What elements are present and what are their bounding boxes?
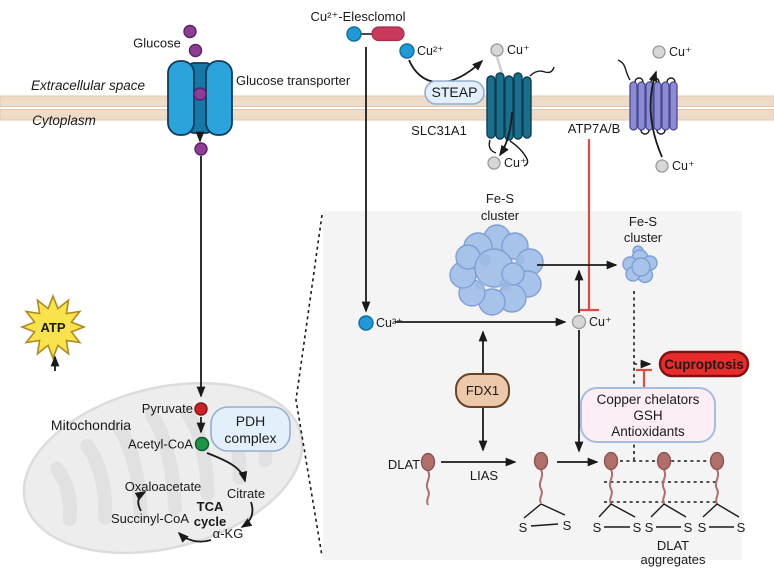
cuproptosis-badge: [658, 350, 750, 378]
aggregates-label-2: aggregates: [640, 552, 706, 567]
glucose-transporter: [167, 60, 233, 136]
oxaloacetate-label: Oxaloacetate: [125, 479, 202, 494]
svg-text:S: S: [563, 518, 572, 533]
atp-label: ATP: [40, 320, 65, 335]
succinyl-coa-label: Succinyl-CoA: [111, 511, 189, 526]
svg-text:S: S: [593, 520, 602, 535]
cu2-extracellular-label: Cu²⁺: [417, 44, 444, 58]
cu1-inset-label: Cu⁺: [589, 315, 612, 329]
dlat-aggregates: S S S S S S: [593, 451, 746, 535]
svg-text:S: S: [684, 520, 693, 535]
cu-elesclomol-label: Cu²⁺-Elesclomol: [311, 9, 406, 24]
glucose-molecules: [183, 24, 203, 58]
zoom-connector-lines: [295, 214, 323, 557]
tca-cycle: Oxaloacetate Citrate TCA cycle Succinyl-…: [111, 452, 265, 543]
citrate-label: Citrate: [227, 486, 265, 501]
svg-text:S: S: [633, 520, 642, 535]
pyruvate-label: Pyruvate: [142, 401, 193, 416]
acetyl-coa-label: Acetyl-CoA: [128, 437, 193, 452]
steap-reduction-arrow: [408, 59, 484, 84]
akg-label: α-KG: [213, 526, 244, 541]
svg-text:S: S: [698, 520, 707, 535]
fes-small-label-1: Fe-S: [629, 214, 658, 229]
pdh-label-1: PDH: [236, 413, 266, 429]
steap-label: STEAP: [432, 84, 478, 100]
pdh-label-2: complex: [224, 430, 276, 446]
chelators-box: [580, 387, 716, 443]
acetyl-coa-dot: [194, 436, 210, 452]
fes-large-label-2: cluster: [481, 208, 520, 223]
glucose-transporter-label: Glucose transporter: [236, 73, 351, 88]
plasma-membrane: [0, 95, 774, 121]
slc31a1-import-arrow: [499, 111, 513, 157]
cu2-inset-label: Cu²⁺: [376, 316, 403, 330]
chelators-label-3: Antioxidants: [611, 424, 685, 439]
cu1-ion-below-atp7ab: [655, 159, 669, 173]
fes-cluster-small: [622, 245, 658, 284]
cu1-below-atp7ab-label: Cu⁺: [672, 159, 695, 173]
atp7ab-export-arrow: [648, 70, 663, 158]
cu1-ion-above-atp7ab: [652, 45, 666, 59]
chelators-label-2: GSH: [633, 408, 662, 423]
extracellular-space-label: Extracellular space: [31, 78, 145, 93]
lias-label: LIAS: [470, 468, 499, 483]
mitochondria-label: Mitochondria: [51, 417, 131, 433]
cu1-ion-below-slc31a1: [487, 156, 501, 170]
fes-cluster-large: [449, 224, 544, 316]
chelators-label-1: Copper chelators: [597, 392, 700, 407]
cu1-below-slc31a1-label: Cu⁺: [504, 156, 527, 170]
fdx1-badge: [455, 373, 510, 408]
svg-text:S: S: [645, 520, 654, 535]
dlat-lipoylated: S S: [519, 451, 572, 535]
fes-large-label-1: Fe-S: [486, 191, 515, 206]
mitochondria-organelle: [22, 381, 304, 555]
fes-small-label-2: cluster: [624, 230, 663, 245]
cu1-above-slc31a1-label: Cu⁺: [507, 43, 530, 57]
pdh-complex-badge: [210, 406, 291, 452]
cu1-ion-inset: [571, 314, 587, 330]
glucose-label: Glucose: [133, 36, 181, 51]
svg-text:S: S: [737, 520, 746, 535]
cu-elesclomol-complex: [346, 26, 405, 42]
glucose-cytoplasm-dot: [194, 142, 208, 156]
dlat-label: DLAT: [388, 457, 420, 472]
slc31a1-label: SLC31A1: [411, 123, 467, 138]
cu2-ion-extracellular: [399, 43, 415, 59]
dlat-monomer: [420, 452, 436, 506]
aggregates-label-1: DLAT: [657, 538, 689, 553]
cu1-ion-above-slc31a1: [490, 43, 504, 57]
svg-text:S: S: [519, 520, 528, 535]
fdx1-label: FDX1: [466, 383, 499, 398]
cuproptosis-label: Cuproptosis: [664, 357, 744, 372]
atp-burst: ATP: [19, 293, 87, 361]
cu1-above-atp7ab-label: Cu⁺: [669, 45, 692, 59]
tca-label-2: cycle: [194, 514, 227, 529]
pyruvate-dot: [194, 402, 208, 416]
steap-badge: [424, 80, 485, 105]
cytoplasm-label: Cytoplasm: [32, 113, 96, 128]
cu2-ion-inset: [358, 315, 374, 331]
atp7ab-label: ATP7A/B: [568, 121, 621, 136]
tca-label-1: TCA: [197, 499, 224, 514]
